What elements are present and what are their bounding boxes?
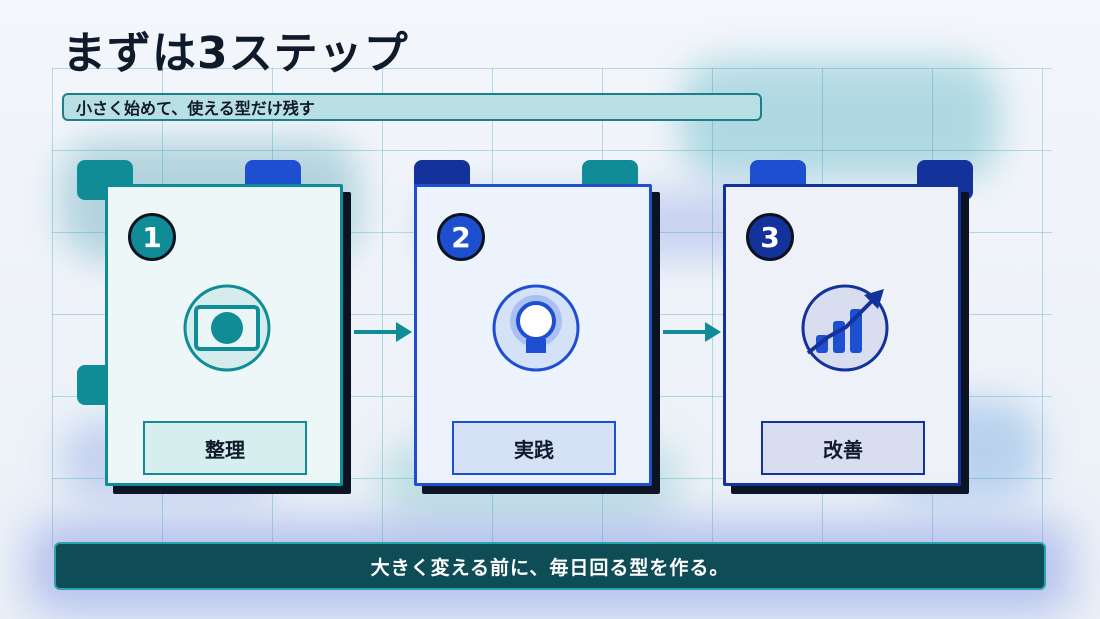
lightbulb-icon	[491, 283, 581, 373]
step-number-badge: 3	[746, 213, 794, 261]
step-card-1: 1 整理	[77, 160, 343, 490]
step-card-body: 1 整理	[105, 184, 343, 486]
step-number-badge: 2	[437, 213, 485, 261]
step-label: 整理	[143, 421, 307, 475]
step-card-body: 3 改善	[723, 184, 961, 486]
subtitle-box: 小さく始めて、使える型だけ残す	[62, 93, 762, 121]
arrow-right-icon	[354, 320, 414, 344]
footer-text: 大きく変える前に、毎日回る型を作る。	[370, 556, 730, 579]
subtitle-text: 小さく始めて、使える型だけ残す	[76, 99, 315, 118]
step-label: 改善	[761, 421, 925, 475]
step-number-badge: 1	[128, 213, 176, 261]
step-card-3: 3 改善	[695, 160, 973, 490]
step-card-2: 2 実践	[386, 160, 652, 490]
step-label: 実践	[452, 421, 616, 475]
step-card-body: 2 実践	[414, 184, 652, 486]
footer-banner: 大きく変える前に、毎日回る型を作る。	[54, 542, 1046, 590]
arrow-right-icon	[663, 320, 723, 344]
page-title: まずは3ステップ	[62, 28, 409, 79]
growth-chart-icon	[800, 283, 890, 373]
window-dot-icon	[182, 283, 272, 373]
